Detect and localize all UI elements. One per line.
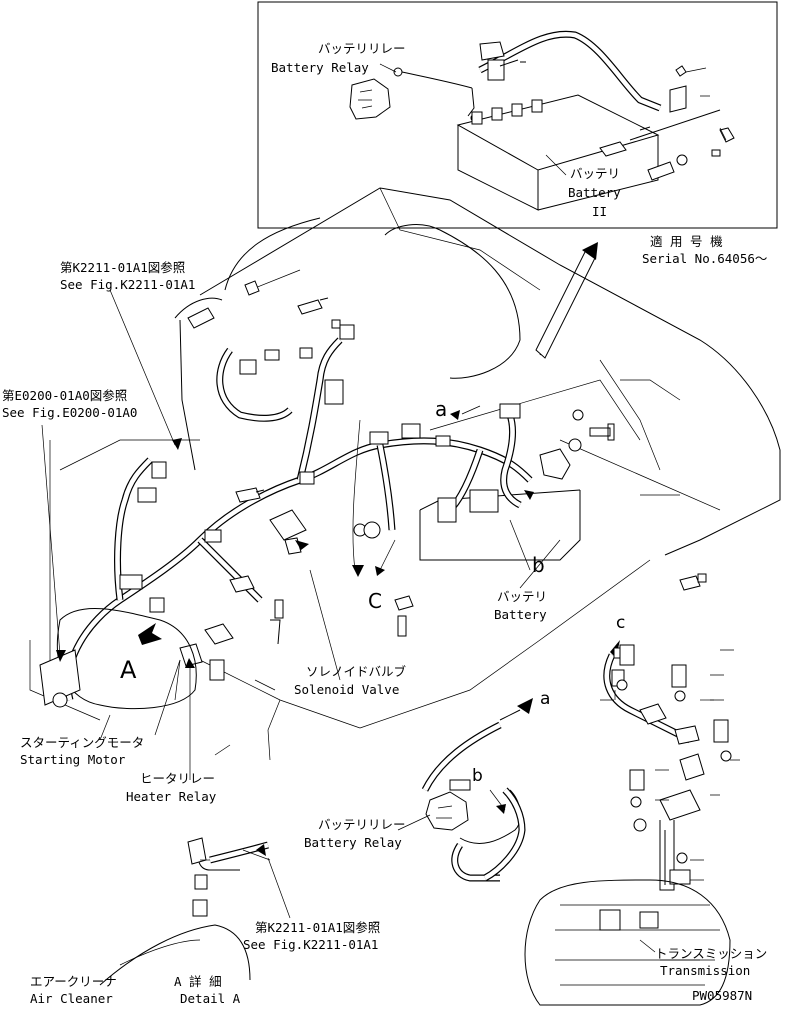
inset-battery-label-ja: バッテリ [570, 166, 620, 181]
e0200-leader [41, 424, 61, 656]
battery-main-label-ja: バッテリ [497, 589, 547, 604]
callout-c-upper: C [368, 589, 382, 613]
callout-b-upper: b [532, 553, 545, 577]
inset-battery-icon [456, 94, 660, 211]
starting-motor-icon [39, 608, 197, 710]
transmission-icon [524, 879, 731, 1006]
harness-components [119, 280, 707, 681]
transmission-label-ja: トランスミッション [655, 946, 767, 961]
see-k2211-top-label-en: See Fig.K2211-01A1 [60, 277, 195, 292]
solenoid-label-en: Solenoid Valve [294, 682, 399, 697]
battery-relay-detail-label-ja: バッテリリレー [318, 817, 406, 832]
air-cleaner-label-ja: エアークリーナ [30, 974, 117, 989]
solenoid-label-ja: ソレノイドバルブ [306, 664, 407, 679]
see-k2211-bottom-label-ja: 第K2211-01A1図参照 [255, 920, 380, 935]
heater-relay-label-ja: ヒータリレー [140, 771, 215, 786]
solenoid-leader [309, 569, 341, 681]
serial-label-ja: 適 用 号 機 [650, 234, 723, 249]
k2211-bottom-leader [267, 857, 291, 919]
starting-motor-label-ja: スターティングモータ [20, 735, 144, 750]
machine-body-outline [29, 187, 781, 761]
main-wire-harness [64, 337, 533, 701]
detail-a-air-cleaner [99, 837, 291, 986]
detail-a-label-ja: A 詳 細 [174, 974, 222, 989]
see-e0200-label-en: See Fig.E0200-01A0 [2, 405, 137, 420]
callout-b-detail: b [472, 766, 483, 786]
inset-battery-label-en: Battery [568, 185, 621, 200]
drawing-number: PW05987N [692, 988, 752, 1003]
transmission-label-en: Transmission [660, 963, 750, 978]
serial-label-en: Serial No.64056～ [642, 251, 767, 266]
detail-battery-relay [397, 698, 533, 882]
starting-motor-label-en: Starting Motor [20, 752, 126, 767]
callout-A-main: A [120, 656, 137, 684]
inset-battery-relay-label-en: Battery Relay [271, 60, 369, 75]
inset-battery-relay-icon [349, 67, 480, 123]
see-k2211-bottom-label-en: See Fig.K2211-01A1 [243, 937, 378, 952]
inset-battery-qty: II [592, 204, 607, 219]
inset-battery-relay-label-ja: バッテリリレー [318, 41, 406, 56]
inset-box [257, 1, 778, 229]
callout-a-detail: a [540, 689, 550, 709]
battery-main-label-en: Battery [494, 607, 547, 622]
callout-a-upper: a [435, 397, 447, 421]
battery-relay-detail-label-en: Battery Relay [304, 835, 402, 850]
see-e0200-label-ja: 第E0200-01A0図参照 [2, 388, 127, 403]
air-cleaner-label-en: Air Cleaner [30, 991, 113, 1006]
callout-c-detail: c [616, 613, 625, 633]
detail-a-label-en: Detail A [180, 991, 241, 1006]
k2211-top-leader [109, 289, 176, 446]
heater-relay-label-en: Heater Relay [126, 789, 217, 804]
detail-c-hardware [524, 640, 740, 1006]
see-k2211-top-label-ja: 第K2211-01A1図参照 [60, 260, 185, 275]
